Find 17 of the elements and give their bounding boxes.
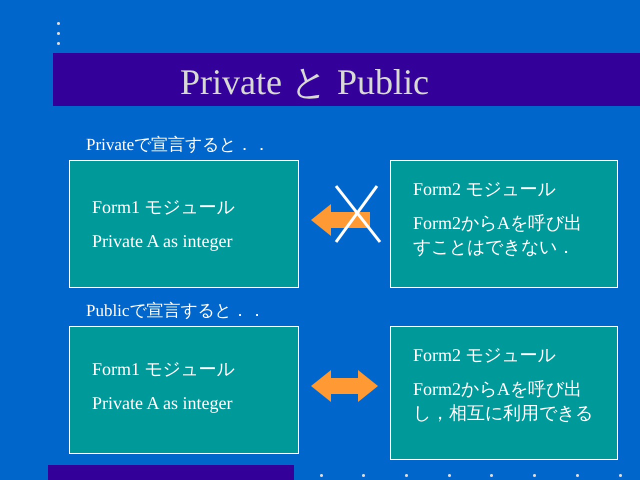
block-arrow [311, 370, 378, 402]
box-text: Form1 モジュール [92, 196, 236, 219]
module-box [390, 160, 618, 288]
title: Private と Public [180, 61, 429, 104]
box-text: Form1 モジュール [92, 358, 236, 381]
box-text: Form2からAを呼び出すことはできない． [413, 212, 584, 259]
module-box [69, 326, 299, 454]
box-text: Form2 モジュール [413, 178, 557, 201]
block-arrow [311, 204, 370, 236]
section-heading: Publicで宣言すると．． [86, 300, 266, 322]
module-box [69, 160, 299, 288]
box-text: Private A as integer [92, 392, 234, 415]
box-text: Form2からAを呼び出し，相互に利用できる [413, 378, 594, 425]
section-heading: Privateで宣言すると．． [86, 134, 270, 156]
box-text: Form2 モジュール [413, 344, 557, 367]
box-text: Private A as integer [92, 230, 234, 253]
module-box [390, 326, 618, 460]
